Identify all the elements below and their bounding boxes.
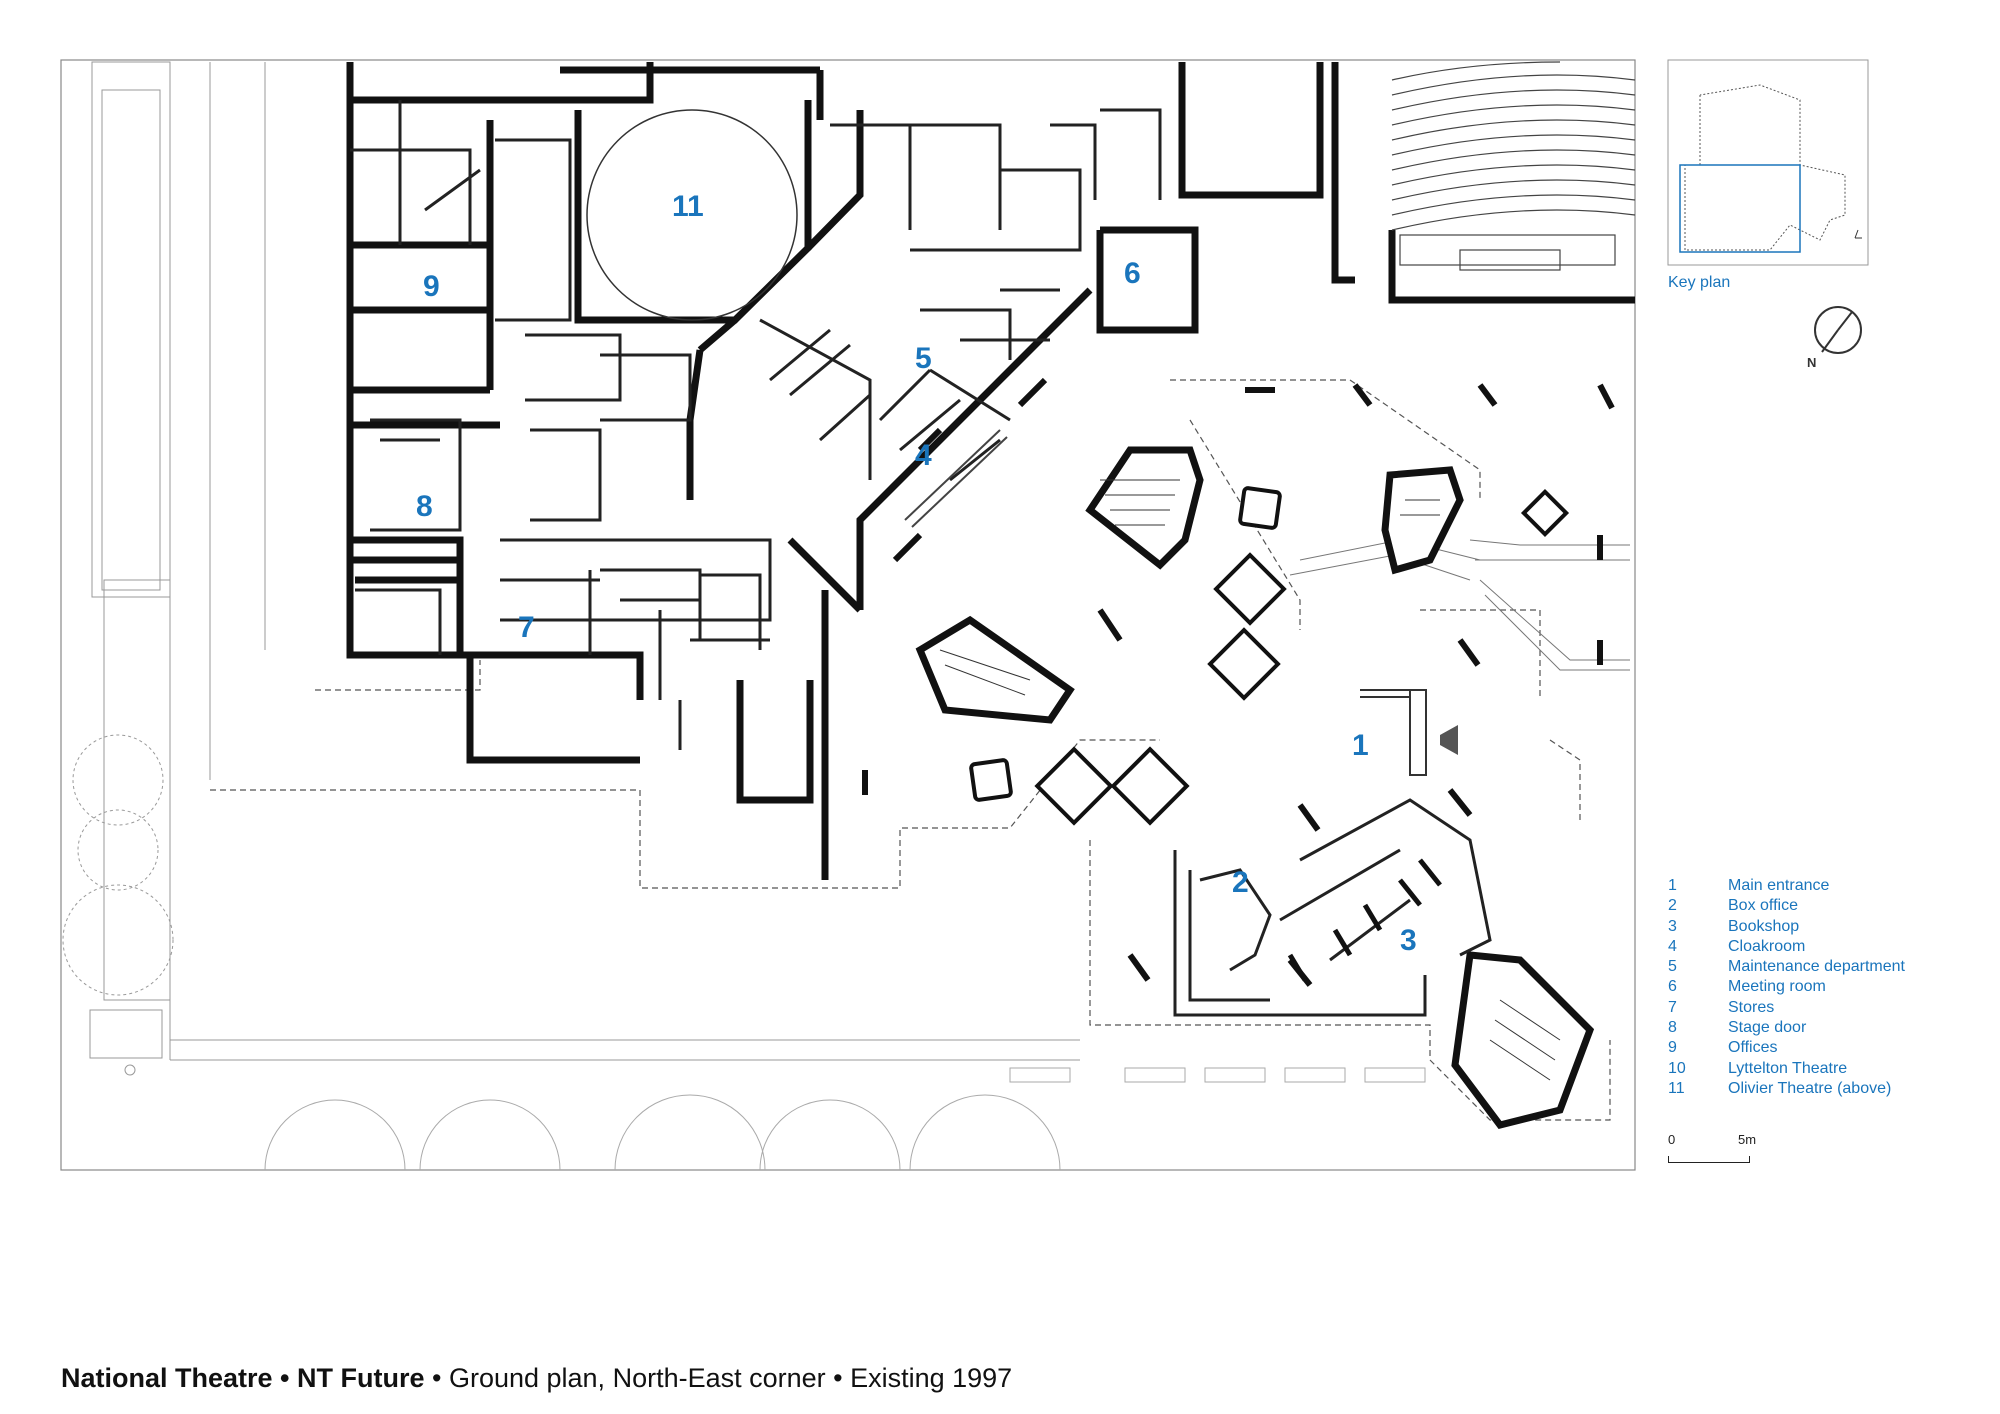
trees xyxy=(264,1067,1426,1171)
bridge-lines xyxy=(1289,539,1630,671)
legend-item: 7 Stores xyxy=(1668,998,1908,1018)
legend-item: 4 Cloakroom xyxy=(1668,937,1908,957)
legend-item: 5 Maintenance department xyxy=(1668,957,1908,977)
legend-item: 8 Stage door xyxy=(1668,1018,1908,1038)
walls xyxy=(346,62,1635,880)
olivier-drum xyxy=(586,109,798,321)
caption-bold: National Theatre • NT Future xyxy=(61,1363,425,1393)
lyttelton-seating xyxy=(1391,61,1636,271)
north-arrow-icon xyxy=(1814,306,1862,354)
scale-start: 0 xyxy=(1668,1132,1676,1147)
legend-num: 5 xyxy=(1668,958,1677,976)
legend-item: 11 Olivier Theatre (above) xyxy=(1668,1079,1908,1099)
legend-num: 9 xyxy=(1668,1039,1677,1057)
legend-label: Meeting room xyxy=(1728,978,1826,996)
legend-item: 9 Offices xyxy=(1668,1038,1908,1058)
legend-num: 1 xyxy=(1668,877,1677,894)
key-plan xyxy=(1667,59,1869,266)
legend-label: Box office xyxy=(1728,897,1798,915)
legend-label: Stores xyxy=(1728,998,1775,1016)
room-number-3: 3 xyxy=(1400,924,1417,957)
entrance-arrow-icon xyxy=(1440,725,1458,755)
legend-label: Main entrance xyxy=(1728,877,1830,894)
foyer-stair-treads xyxy=(939,479,1561,1081)
shop-racks xyxy=(1287,858,1442,982)
scale-bar-line xyxy=(1668,1156,1750,1163)
room-number-9: 9 xyxy=(423,270,440,303)
legend-num: 4 xyxy=(1668,937,1677,955)
legend-label: Lyttelton Theatre xyxy=(1728,1059,1848,1077)
door-markers xyxy=(862,377,1615,987)
room-number-7: 7 xyxy=(518,611,535,644)
legend-num: 11 xyxy=(1668,1079,1685,1097)
legend-num: 8 xyxy=(1668,1019,1677,1037)
scale-end: 5m xyxy=(1738,1132,1757,1147)
legend-item: 3 Bookshop xyxy=(1668,917,1908,937)
legend-label: Stage door xyxy=(1728,1019,1807,1037)
internal-walls xyxy=(350,100,1162,750)
legend-label: Offices xyxy=(1728,1039,1778,1057)
room-number-5: 5 xyxy=(915,342,932,375)
cloakroom-counter xyxy=(904,429,1008,528)
north-label: N xyxy=(1807,355,1817,370)
legend-num: 6 xyxy=(1668,978,1677,996)
key-plan-label: Key plan xyxy=(1668,274,1731,291)
shop-area xyxy=(1173,798,1492,1017)
legend-num: 10 xyxy=(1668,1059,1686,1077)
legend-item: 6 Meeting room xyxy=(1668,977,1908,997)
legend-num: 7 xyxy=(1668,998,1677,1016)
room-number-2: 2 xyxy=(1232,866,1249,899)
legend-num: 2 xyxy=(1668,897,1677,915)
room-number-1: 1 xyxy=(1352,729,1369,762)
legend-num: 3 xyxy=(1668,917,1677,935)
room-number-11: 11 xyxy=(672,190,704,223)
legend-label: Maintenance department xyxy=(1728,958,1905,976)
legend-item: 10 Lyttelton Theatre xyxy=(1668,1059,1908,1079)
entrance-doors xyxy=(1360,689,1427,776)
foyer-cores xyxy=(915,446,1595,1129)
plan-frame xyxy=(60,59,1636,1171)
legend: 1 Main entrance 2 Box office 3 Bookshop … xyxy=(1668,876,1908,1099)
legend-item: 1 Main entrance xyxy=(1668,876,1908,896)
legend-item: 2 Box office xyxy=(1668,896,1908,916)
room-number-4: 4 xyxy=(915,439,932,472)
room-number-8: 8 xyxy=(416,490,433,523)
legend-label: Cloakroom xyxy=(1728,937,1806,955)
lift-cores xyxy=(969,486,1570,826)
legend-label: Bookshop xyxy=(1728,917,1800,935)
room-number-6: 6 xyxy=(1124,257,1141,290)
caption-rest: • Ground plan, North-East corner • Exist… xyxy=(424,1363,1013,1393)
legend-label: Olivier Theatre (above) xyxy=(1728,1079,1892,1097)
caption: National Theatre • NT Future • Ground pl… xyxy=(61,1363,1012,1394)
street-strip xyxy=(62,61,1080,1076)
